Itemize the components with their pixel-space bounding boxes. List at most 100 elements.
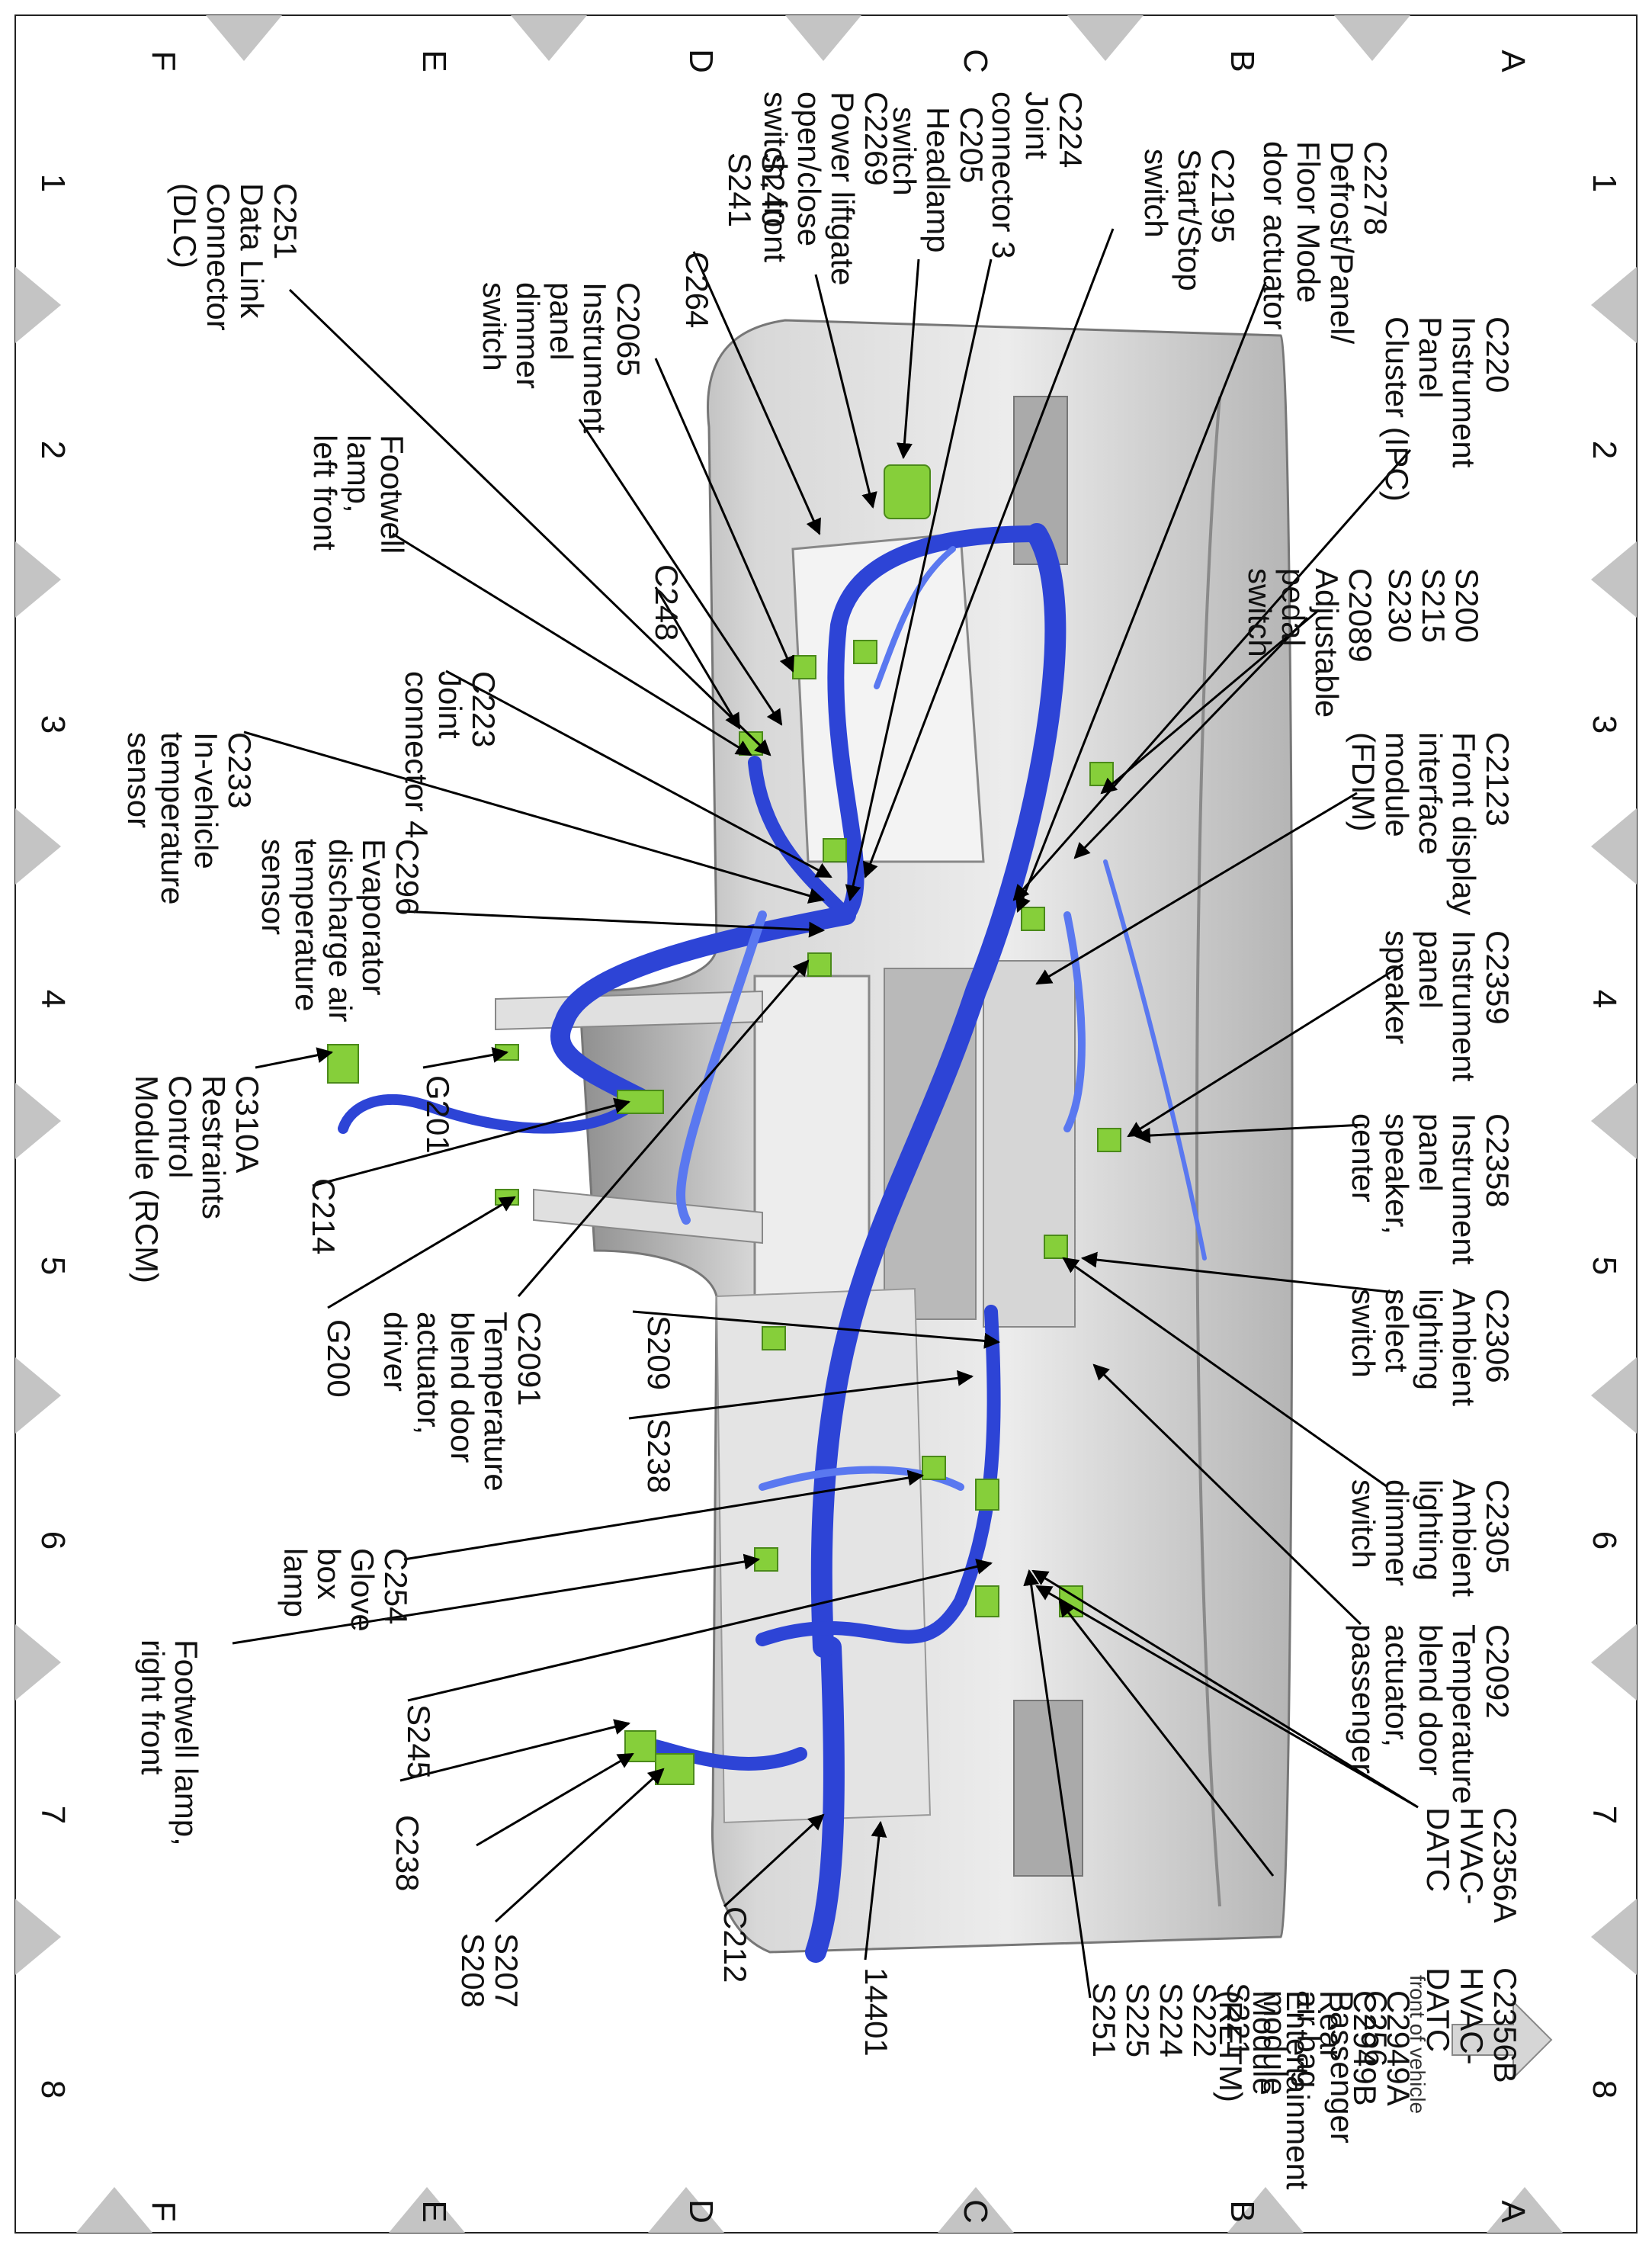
callout-line: right front [135, 1639, 171, 1775]
callout-c2949: C2949AC2949BRearEntertainmentModule(RETM… [1213, 1990, 1416, 2190]
grid-row-label: E [415, 50, 453, 72]
callout-line: switch [1346, 1479, 1381, 1569]
callout-line: C2359 [1480, 930, 1516, 1025]
callout-line: panel [1413, 1113, 1448, 1192]
callout-line: switch [887, 107, 922, 196]
callout-line: Instrument [577, 282, 613, 434]
callout-line: discharge air [322, 839, 358, 1022]
callout-line: Temperature [1446, 1624, 1482, 1804]
callout-line: S224 [1153, 1983, 1189, 2057]
callout-line: S225 [1120, 1983, 1156, 2057]
border-triangle [15, 541, 61, 618]
grid-column-label: 1 [1586, 174, 1623, 192]
callout-line: module [1379, 732, 1415, 837]
callout-c248: C248 [649, 564, 685, 641]
callout-line: C2091 [512, 1312, 547, 1406]
callout-line: door actuator [1257, 141, 1293, 330]
callout-line: HVAC- [1454, 1967, 1490, 2065]
callout-line: C223 [466, 671, 502, 747]
callout-line: Instrument [1446, 930, 1482, 1082]
grid-row-label: D [682, 49, 720, 73]
callout-line: Panel [1413, 316, 1448, 398]
callout-line: Cluster (IPC) [1379, 316, 1415, 502]
callout-line: Instrument [1446, 316, 1482, 468]
front-of-vehicle-label: front of vehicle [1406, 1975, 1429, 2114]
callout-line: air bag [1291, 1990, 1326, 2088]
callout-line: Start/Stop [1172, 149, 1208, 291]
callout-line: C2949B [1347, 1990, 1383, 2106]
grid-row-label: D [682, 2199, 720, 2224]
border-triangle [1591, 1624, 1637, 1700]
callout-line: C224 [1053, 92, 1089, 168]
callout-line: C264 [679, 252, 715, 328]
callout-s238: S238 [641, 1418, 677, 1493]
callout-line: Headlamp [920, 107, 956, 252]
callout-line: S241 [722, 153, 758, 227]
callout-line: switch [1346, 1289, 1381, 1378]
border-triangle [1591, 1357, 1637, 1434]
grid-column-label: 8 [1586, 2080, 1623, 2099]
border-triangle [1591, 1083, 1637, 1159]
callout-c238: C238 [390, 1815, 425, 1891]
callout-line: lamp [277, 1548, 313, 1617]
grid-column-label: 5 [34, 1257, 72, 1275]
callout-line: switch [1242, 568, 1278, 657]
callout-c214: C214 [306, 1178, 342, 1254]
grid-column-label: 6 [34, 1531, 72, 1550]
callout-line: sensor [255, 839, 291, 935]
border-triangle [1591, 808, 1637, 885]
callout-line: actuator, [1379, 1624, 1415, 1747]
grid-row-label: B [1224, 50, 1261, 72]
callout-line: C2949A [1381, 1990, 1416, 2106]
grid-row-label: B [1224, 2200, 1261, 2222]
callout-line: S240 [755, 153, 791, 227]
callout-line: dimmer [510, 282, 546, 389]
callout-line: passenger [1346, 1624, 1381, 1774]
border-triangle [1591, 1899, 1637, 1975]
callout-line: Ambient [1446, 1289, 1482, 1406]
border-triangle [15, 1624, 61, 1700]
callout-line: C2306 [1480, 1289, 1516, 1383]
callout-line: open/close [791, 92, 827, 246]
callout-line: C2305 [1480, 1479, 1516, 1574]
callout-line: C310A [229, 1075, 265, 1173]
callout-line: Defrost/Panel/ [1324, 141, 1360, 344]
front-of-vehicle-arrow: front of vehicle [1406, 1975, 1553, 2114]
grid-column-label: 2 [34, 441, 72, 459]
callout-line: In-vehicle [188, 732, 224, 869]
callout-line: blend door [1413, 1624, 1448, 1776]
callout-line: C2195 [1205, 149, 1241, 243]
callout-line: Front display [1446, 732, 1482, 915]
border-grid-markers [15, 15, 1637, 2233]
border-triangle [938, 2187, 1014, 2233]
border-triangle [1591, 267, 1637, 343]
grid-column-label: 8 [34, 2080, 72, 2099]
callout-line: blend door [444, 1312, 480, 1463]
grid-column-label: 6 [1586, 1531, 1623, 1550]
border-triangle [1227, 2187, 1304, 2233]
callout-line: Power liftgate [825, 92, 861, 285]
border-triangle [76, 2187, 152, 2233]
callout-line: 14401 [858, 1967, 894, 2057]
callout-n14401: 14401 [858, 1967, 894, 2057]
callout-line: Joint [1019, 92, 1055, 159]
callout-line: C2356B [1487, 1967, 1523, 2083]
border-triangle [15, 1899, 61, 1975]
callout-line: (FDIM) [1346, 732, 1381, 832]
callout-line: sensor [121, 732, 157, 828]
grid-row-label: C [957, 49, 994, 73]
callout-line: C214 [306, 1178, 342, 1254]
callout-line: switch [1138, 149, 1174, 238]
